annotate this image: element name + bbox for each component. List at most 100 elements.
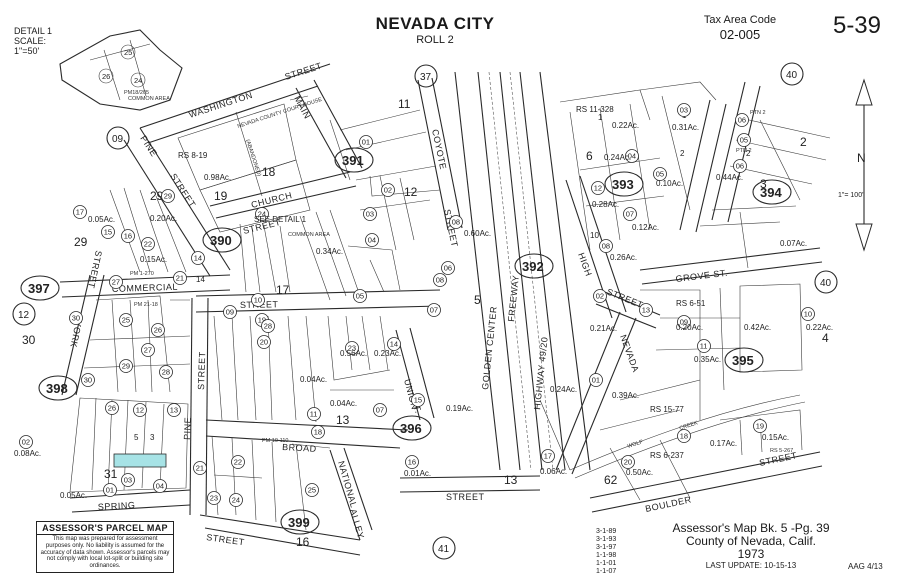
- parcel-circle[interactable]: [255, 207, 269, 221]
- parcel-circle[interactable]: [193, 461, 207, 475]
- block-19: 19: [214, 189, 228, 203]
- parcel-circle[interactable]: [405, 455, 419, 469]
- highlighted-parcel[interactable]: [113, 453, 167, 468]
- parcel-circle[interactable]: [353, 289, 367, 303]
- parcel-circle[interactable]: [19, 435, 33, 449]
- parcel-circle[interactable]: [133, 403, 147, 417]
- parcel-circle[interactable]: [305, 483, 319, 497]
- parcel-circle[interactable]: [121, 229, 135, 243]
- parcel-circle[interactable]: [261, 319, 275, 333]
- parcel-circle[interactable]: [591, 181, 605, 195]
- parcel-circle[interactable]: [387, 337, 401, 351]
- parcel-circle[interactable]: [677, 429, 691, 443]
- parcel-circle[interactable]: [449, 215, 463, 229]
- parcel-circle[interactable]: [229, 493, 243, 507]
- parcel-circle[interactable]: [677, 103, 691, 117]
- parcel-circle[interactable]: [359, 135, 373, 149]
- parcel-number: 22: [234, 458, 242, 467]
- parcel-circle[interactable]: [119, 313, 133, 327]
- parcel-circle[interactable]: [103, 483, 117, 497]
- block-13b: 13: [504, 473, 518, 487]
- street-national: NATIONAL: [336, 460, 359, 509]
- parcel-circle[interactable]: [101, 225, 115, 239]
- parcel-circle[interactable]: [119, 359, 133, 373]
- parcel-circle[interactable]: [411, 393, 425, 407]
- parcel-circle[interactable]: [159, 365, 173, 379]
- parcel-circle[interactable]: [381, 183, 395, 197]
- footer-county: County of Nevada, Calif.: [685, 534, 817, 548]
- parcel-circle[interactable]: [441, 261, 455, 275]
- area-label: 0.60Ac.: [464, 229, 491, 238]
- block-31: 31: [104, 467, 118, 481]
- parcel-number: 27: [144, 346, 152, 355]
- parcel-circle[interactable]: [257, 335, 271, 349]
- parcel-circle[interactable]: [735, 113, 749, 127]
- parcel-circle[interactable]: [73, 205, 87, 219]
- rs-6237-label: RS 6-237: [650, 451, 684, 460]
- parcel-circle[interactable]: [621, 455, 635, 469]
- parcel-circle[interactable]: [801, 307, 815, 321]
- parcel-number: 13: [170, 406, 178, 415]
- parcel-number: 01: [362, 138, 370, 147]
- abandoned-label: (ABANDONED): [244, 139, 262, 178]
- area-label: 0.56Ac.: [340, 349, 367, 358]
- parcel-circle[interactable]: [753, 419, 767, 433]
- parcel-circle[interactable]: [427, 303, 441, 317]
- parcel-circle[interactable]: [105, 401, 119, 415]
- parcel-circle[interactable]: [191, 251, 205, 265]
- parcel-circle[interactable]: [121, 473, 135, 487]
- parcel-circle[interactable]: [639, 303, 653, 317]
- parcel-circle[interactable]: [173, 271, 187, 285]
- parcel-number: 04: [628, 152, 636, 161]
- street-spring: SPRING: [98, 500, 136, 512]
- parcel-circle[interactable]: [141, 237, 155, 251]
- parcel-circle[interactable]: [541, 449, 555, 463]
- parcel-circle[interactable]: [733, 159, 747, 173]
- parcel-circle[interactable]: [223, 305, 237, 319]
- parcel-circle[interactable]: [373, 403, 387, 417]
- parcel-number: 15: [414, 396, 422, 405]
- parcel-circle[interactable]: [623, 207, 637, 221]
- adjacent-page-12: 12: [18, 310, 30, 321]
- parcel-circle[interactable]: [345, 341, 359, 355]
- parcel-number: 15: [104, 228, 112, 237]
- page-number: 5-39: [832, 12, 882, 39]
- parcel-number: 05: [356, 292, 364, 301]
- parcel-circle[interactable]: [311, 425, 325, 439]
- parcel-number: 23: [348, 344, 356, 353]
- parcel-circle[interactable]: [363, 207, 377, 221]
- parcel-circle[interactable]: [153, 479, 167, 493]
- parcel-number: 07: [626, 210, 634, 219]
- parcel-circle[interactable]: [433, 273, 447, 287]
- parcel-circle[interactable]: [69, 311, 83, 325]
- parcel-circle[interactable]: [653, 167, 667, 181]
- parcel-circle[interactable]: [677, 315, 691, 329]
- parcel-circle[interactable]: [599, 239, 613, 253]
- parcel-number: 21: [196, 464, 204, 473]
- parcel-number: 10: [254, 296, 262, 305]
- parcel-circle[interactable]: [625, 149, 639, 163]
- parcel-circle[interactable]: [109, 275, 123, 289]
- parcel-number: 06: [736, 162, 744, 171]
- parcel-number: 22: [144, 240, 152, 249]
- parcel-circle[interactable]: [167, 403, 181, 417]
- footer-book-page: Assessor's Map Bk. 5 -Pg. 39: [672, 521, 830, 535]
- parcel-circle[interactable]: [737, 133, 751, 147]
- area-label: 0.15Ac.: [762, 433, 789, 442]
- parcel-circle[interactable]: [161, 189, 175, 203]
- parcel-circle[interactable]: [365, 233, 379, 247]
- parcel-circle[interactable]: [151, 323, 165, 337]
- common-area-label: COMMON AREA: [288, 232, 330, 238]
- parcel-circle[interactable]: [307, 407, 321, 421]
- parcel-circle[interactable]: [231, 455, 245, 469]
- parcel-circle[interactable]: [141, 343, 155, 357]
- parcel-circle[interactable]: [697, 339, 711, 353]
- area-label: 0.42Ac.: [744, 323, 771, 332]
- parcel-circle[interactable]: [589, 373, 603, 387]
- parcel-circle[interactable]: [207, 491, 221, 505]
- parcel-circle[interactable]: [81, 373, 95, 387]
- parcel-number: 17: [76, 208, 84, 217]
- parcel-circle[interactable]: [251, 293, 265, 307]
- area-label: 0.39Ac.: [612, 391, 639, 400]
- parcel-circle[interactable]: [593, 289, 607, 303]
